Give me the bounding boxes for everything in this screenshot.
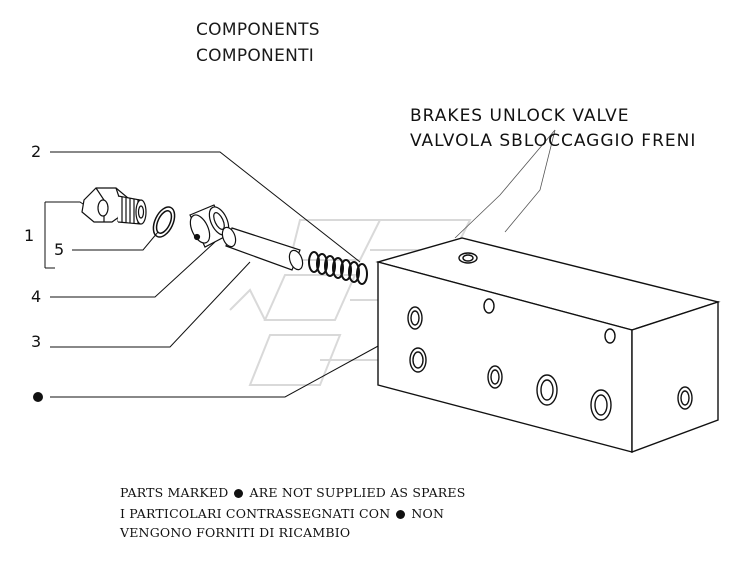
- assembly-title-it: VALVOLA SBLOCCAGGIO FRENI: [410, 131, 697, 151]
- pin-part-3: [221, 226, 304, 271]
- valve-body-block: [375, 237, 721, 454]
- leader-dot: [50, 344, 381, 398]
- callout-2: 2: [31, 142, 42, 161]
- note-line-1-start: PARTS MARKED: [120, 485, 229, 500]
- leader-3: [50, 261, 251, 348]
- note-line-1: PARTS MARKED ARE NOT SUPPLIED AS SPARES: [120, 485, 466, 500]
- block-side-face: [631, 301, 719, 454]
- fitting-part-1: [81, 187, 147, 225]
- callout-3: 3: [31, 332, 42, 351]
- leader-4: [50, 241, 216, 298]
- assembly-title-en: BRAKES UNLOCK VALVE: [410, 106, 630, 126]
- spring-part-2: [308, 251, 368, 285]
- note-line-1-end: ARE NOT SUPPLIED AS SPARES: [249, 485, 466, 500]
- callout-1: 1: [24, 226, 35, 245]
- note-line-2: I PARTICOLARI CONTRASSEGNATI CON NON: [120, 506, 444, 521]
- title-leader-a: [454, 129, 556, 239]
- bullet-symbol: [234, 489, 244, 498]
- bullet-marker: [33, 392, 43, 402]
- callout-5: 5: [54, 240, 65, 259]
- header-title-en: COMPONENTS: [196, 20, 320, 40]
- note-line-2-start: I PARTICOLARI CONTRASSEGNATI CON: [120, 506, 391, 521]
- callout-4: 4: [31, 287, 42, 306]
- note-line-2-end: NON: [411, 506, 445, 521]
- leader-5: [72, 231, 159, 251]
- header-title-it: COMPONENTI: [196, 46, 315, 66]
- note-line-3: VENGONO FORNITI DI RICAMBIO: [120, 525, 351, 540]
- leader-2: [50, 151, 361, 263]
- title-leader-b: [504, 129, 556, 233]
- o-ring-part-5: [152, 206, 176, 238]
- bullet-symbol: [396, 510, 406, 519]
